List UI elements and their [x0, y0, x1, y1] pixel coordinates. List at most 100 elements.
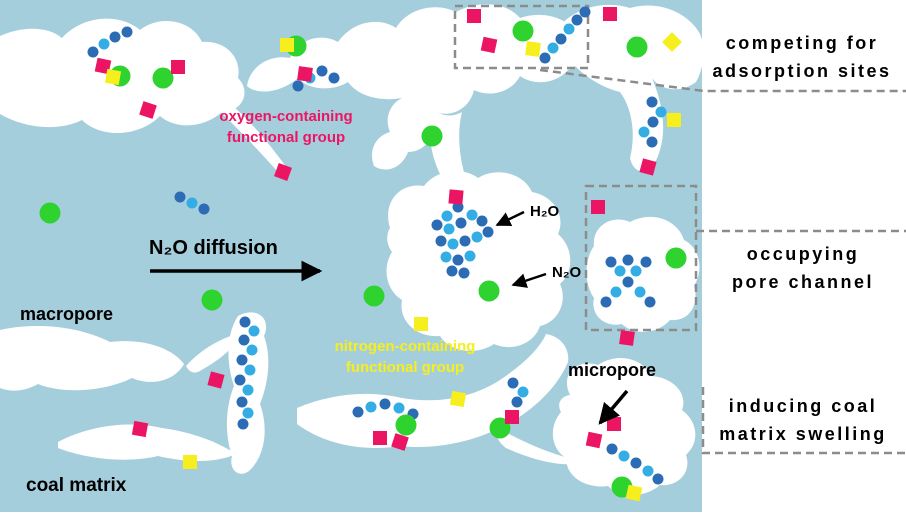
- n2o-molecule: [363, 285, 385, 307]
- n2o-molecule: [395, 414, 417, 436]
- pore-channel-bottom-left: [58, 424, 236, 461]
- nitrogen-functional-group: [104, 68, 122, 86]
- h2o-molecule: [610, 286, 622, 298]
- h2o-molecule: [646, 136, 658, 148]
- n2o-molecule: [201, 289, 223, 311]
- annotation-swelling-line1: inducing coal: [728, 396, 878, 416]
- h2o-cluster: [600, 254, 656, 308]
- nitrogen-label-line2: functional group: [345, 359, 465, 376]
- micropore-pointer-arrow: [598, 389, 629, 425]
- h2o-molecule: [441, 210, 453, 222]
- h2o-molecule: [393, 402, 405, 414]
- highlight-box-pore-channel: [584, 184, 698, 332]
- h2o-molecule: [630, 457, 642, 469]
- h2o-cluster: [539, 6, 591, 64]
- h2o-molecule: [248, 325, 260, 337]
- h2o-molecule: [365, 401, 377, 413]
- h2o-molecule: [638, 126, 650, 138]
- callouts: [453, 4, 906, 455]
- h2o-molecule: [647, 116, 659, 128]
- pore-tail: [218, 100, 288, 175]
- oxygen-functional-group: [207, 371, 225, 389]
- h2o-cluster: [431, 201, 494, 279]
- nitrogen-functional-group: [414, 317, 428, 331]
- pore-funnel-link: [186, 332, 242, 373]
- h2o-molecule: [121, 26, 133, 38]
- h2o-molecule: [431, 219, 443, 231]
- h2o-molecule: [242, 407, 254, 419]
- h2o-molecule: [507, 377, 519, 389]
- pore-channel-right: [586, 216, 700, 332]
- oxygen-functional-group: [603, 7, 617, 21]
- oxygen-functional-group: [467, 9, 481, 23]
- annotation-occupying-pore-channel: occupying pore channel: [700, 240, 906, 296]
- h2o-molecule: [600, 296, 612, 308]
- oxygen-functional-group: [274, 163, 292, 181]
- n2o-label: N₂O: [552, 264, 582, 281]
- nitrogen-functional-group: [667, 113, 681, 127]
- coal-matrix-label: coal matrix: [26, 475, 127, 496]
- h2o-molecule: [198, 203, 210, 215]
- oxygen-functional-group: [480, 36, 498, 54]
- h2o-molecule: [440, 251, 452, 263]
- h2o-molecule: [328, 72, 340, 84]
- annotation-occupying-line2: pore channel: [731, 272, 875, 292]
- h2o-molecule: [236, 354, 248, 366]
- h2o-cluster: [174, 191, 210, 215]
- micropore-blob-bottom-right: [552, 358, 696, 495]
- oxygen-functional-group: [391, 433, 409, 451]
- h2o-molecule: [579, 6, 591, 18]
- h2o-cluster: [234, 316, 260, 430]
- h2o-molecule: [246, 344, 258, 356]
- nitrogen-label-line1: nitrogen-containing: [334, 338, 476, 355]
- h2o-molecule: [618, 450, 630, 462]
- h2o-molecule: [471, 231, 483, 243]
- h2o-molecule: [640, 256, 652, 268]
- oxygen-functional-group: [607, 417, 621, 431]
- n2o-molecule: [421, 125, 443, 147]
- annotation-competing-line1: competing for: [725, 33, 879, 53]
- h2o-molecule: [606, 443, 618, 455]
- nitrogen-functional-group: [625, 484, 643, 502]
- n2o-diffusion-label: N₂O diffusion: [149, 237, 278, 259]
- pore-channel-top-center: [247, 4, 584, 170]
- oxygen-functional-group-label: oxygen-containing functional group: [194, 106, 378, 148]
- h2o-molecule: [539, 52, 551, 64]
- h2o-molecule: [98, 38, 110, 50]
- h2o-molecule: [655, 106, 667, 118]
- oxygen-functional-group: [505, 410, 519, 424]
- h2o-molecule: [563, 23, 575, 35]
- oxygen-functional-group: [171, 60, 185, 74]
- h2o-molecule: [458, 267, 470, 279]
- macropore-left-edge: [0, 326, 184, 391]
- h2o-molecule: [547, 42, 559, 54]
- h2o-molecule: [646, 96, 658, 108]
- nitrogen-functional-group-label: nitrogen-containing functional group: [312, 336, 498, 378]
- h2o-molecule: [236, 396, 248, 408]
- h2o-molecule: [109, 31, 121, 43]
- h2o-molecule: [634, 286, 646, 298]
- h2o-cluster: [87, 26, 133, 58]
- h2o-molecule: [630, 265, 642, 277]
- oxygen-functional-group: [639, 158, 657, 176]
- oxygen-label-line2: functional group: [226, 129, 346, 146]
- annotation-competing-adsorption: competing for adsorption sites: [698, 29, 906, 85]
- nitrogen-functional-group: [183, 455, 197, 469]
- callout-line-matrix-swelling: [701, 387, 906, 455]
- n2o-molecule: [152, 67, 174, 89]
- oxygen-functional-group: [297, 66, 313, 82]
- h2o-molecule: [352, 406, 364, 418]
- h2o-molecule: [238, 334, 250, 346]
- pore-center-blob: [386, 171, 571, 351]
- h2o-molecule: [517, 386, 529, 398]
- h2o-molecule: [186, 197, 198, 209]
- oxygen-functional-group: [585, 431, 603, 449]
- annotation-matrix-swelling: inducing coal matrix swelling: [700, 392, 906, 448]
- h2o-molecule: [87, 46, 99, 58]
- h2o-molecule: [242, 384, 254, 396]
- h2o-molecule: [435, 235, 447, 247]
- h2o-molecule: [622, 254, 634, 266]
- h2o-molecule: [511, 396, 523, 408]
